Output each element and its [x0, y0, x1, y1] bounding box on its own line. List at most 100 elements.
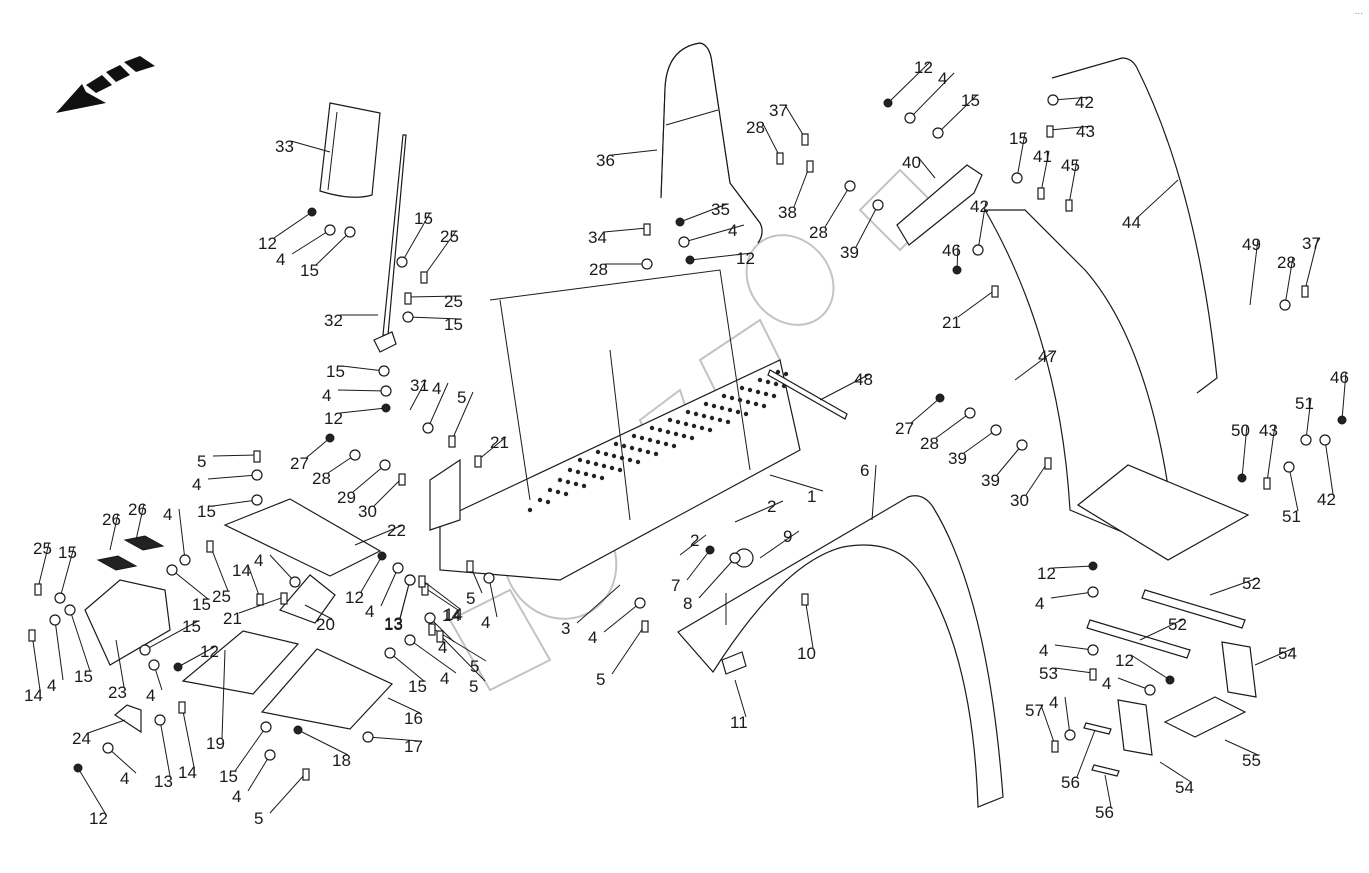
callout-label: 4: [365, 602, 374, 621]
nut-icon: [883, 98, 893, 108]
callout-label: 5: [254, 809, 263, 828]
callout-4: 4: [588, 597, 646, 647]
deck-hole: [711, 403, 717, 409]
nut-icon: [1088, 561, 1098, 571]
callout-label: 12: [324, 409, 343, 428]
callout-label: 52: [1168, 615, 1187, 634]
callout-label: 51: [1282, 507, 1301, 526]
callout-label: 29: [337, 488, 356, 507]
deck-hole: [719, 405, 725, 411]
leader-line: [611, 149, 658, 156]
deck-hole: [527, 507, 533, 513]
leader-line: [1159, 761, 1192, 783]
leader-line: [1014, 350, 1055, 381]
bolt-icon: [398, 473, 406, 486]
leader-line: [69, 609, 91, 672]
callout-label: 48: [854, 370, 873, 389]
callout-26: 26: [102, 510, 121, 551]
leader-line: [439, 634, 486, 682]
leader-line: [576, 584, 621, 624]
leader-line: [315, 231, 351, 266]
callout-label: 43: [1259, 421, 1278, 440]
leader-line: [387, 697, 421, 714]
callout-label: 4: [163, 505, 172, 524]
part-handrail: [660, 42, 763, 244]
leader-line: [1064, 696, 1071, 736]
callout-label: 28: [589, 260, 608, 279]
washer-icon: [102, 742, 114, 754]
callout-label: 12: [1115, 651, 1134, 670]
bolt-icon: [436, 630, 444, 643]
callout-12: 12: [883, 58, 933, 108]
deck-hole: [683, 421, 689, 427]
bolt-icon: [1051, 740, 1059, 753]
callout-label: 27: [290, 454, 309, 473]
deck-hole: [773, 381, 779, 387]
deck-hole: [765, 379, 771, 385]
callout-label: 46: [942, 241, 961, 260]
leader-line: [963, 429, 997, 454]
callout-17: 17: [362, 731, 423, 756]
callout-15: 15: [384, 647, 427, 696]
leader-line: [1137, 179, 1179, 218]
washer-icon: [362, 731, 374, 743]
callout-label: 4: [254, 551, 263, 570]
callout-39: 39: [948, 424, 1002, 468]
callout-12: 12: [1037, 561, 1098, 583]
leader-line: [31, 633, 41, 691]
leader-line: [761, 121, 781, 158]
callout-label: 44: [1122, 213, 1141, 232]
callout-label: 11: [730, 713, 748, 732]
washer-icon: [641, 258, 653, 270]
washer-icon: [1087, 644, 1099, 656]
callout-label: 4: [938, 69, 947, 88]
bolt-icon: [641, 620, 649, 633]
callout-label: 21: [490, 433, 509, 452]
leader-line: [221, 649, 226, 739]
callout-label: 56: [1095, 803, 1114, 822]
washer-icon: [139, 644, 151, 656]
callout-54: 54: [1159, 761, 1194, 797]
leader-line: [360, 555, 383, 593]
leader-line: [1266, 424, 1276, 483]
callout-18: 18: [293, 725, 351, 770]
leader-line: [339, 407, 387, 414]
deck-hole: [703, 401, 709, 407]
callout-label: 12: [258, 234, 277, 253]
callout-label: 19: [206, 734, 225, 753]
callout-46: 46: [1330, 368, 1349, 425]
nut-icon: [675, 217, 685, 227]
deck-hole: [555, 489, 561, 495]
callout-4: 4: [1035, 586, 1099, 613]
leader-line: [917, 156, 936, 179]
leader-line: [957, 289, 996, 318]
callout-6: 6: [860, 461, 877, 521]
bolt-icon: [1065, 199, 1073, 212]
callout-8: 8: [683, 552, 741, 613]
deck-hole: [657, 427, 663, 433]
callout-14: 14: [418, 575, 463, 624]
callout-15: 15: [139, 617, 201, 656]
callout-label: 36: [596, 151, 615, 170]
callout-label: 4: [47, 676, 56, 695]
bolt-icon: [801, 593, 809, 606]
leader-line: [977, 200, 987, 251]
callout-5: 5: [254, 768, 310, 828]
leader-line: [1288, 466, 1299, 512]
callout-4: 4: [47, 614, 64, 695]
leader-line: [910, 397, 941, 424]
callout-label: 16: [404, 709, 423, 728]
callout-11: 11: [730, 679, 748, 732]
callout-label: 28: [1277, 253, 1296, 272]
deck-hole: [591, 473, 597, 479]
washer-icon: [289, 576, 301, 588]
callout-label: 4: [438, 638, 447, 657]
deck-hole: [707, 427, 713, 433]
nut-icon: [1237, 473, 1247, 483]
leader-line: [144, 620, 199, 651]
leader-line: [37, 542, 50, 589]
leader-line: [887, 61, 931, 104]
washer-icon: [972, 244, 984, 256]
callout-4: 4: [322, 385, 392, 405]
callout-5: 5: [448, 388, 474, 448]
